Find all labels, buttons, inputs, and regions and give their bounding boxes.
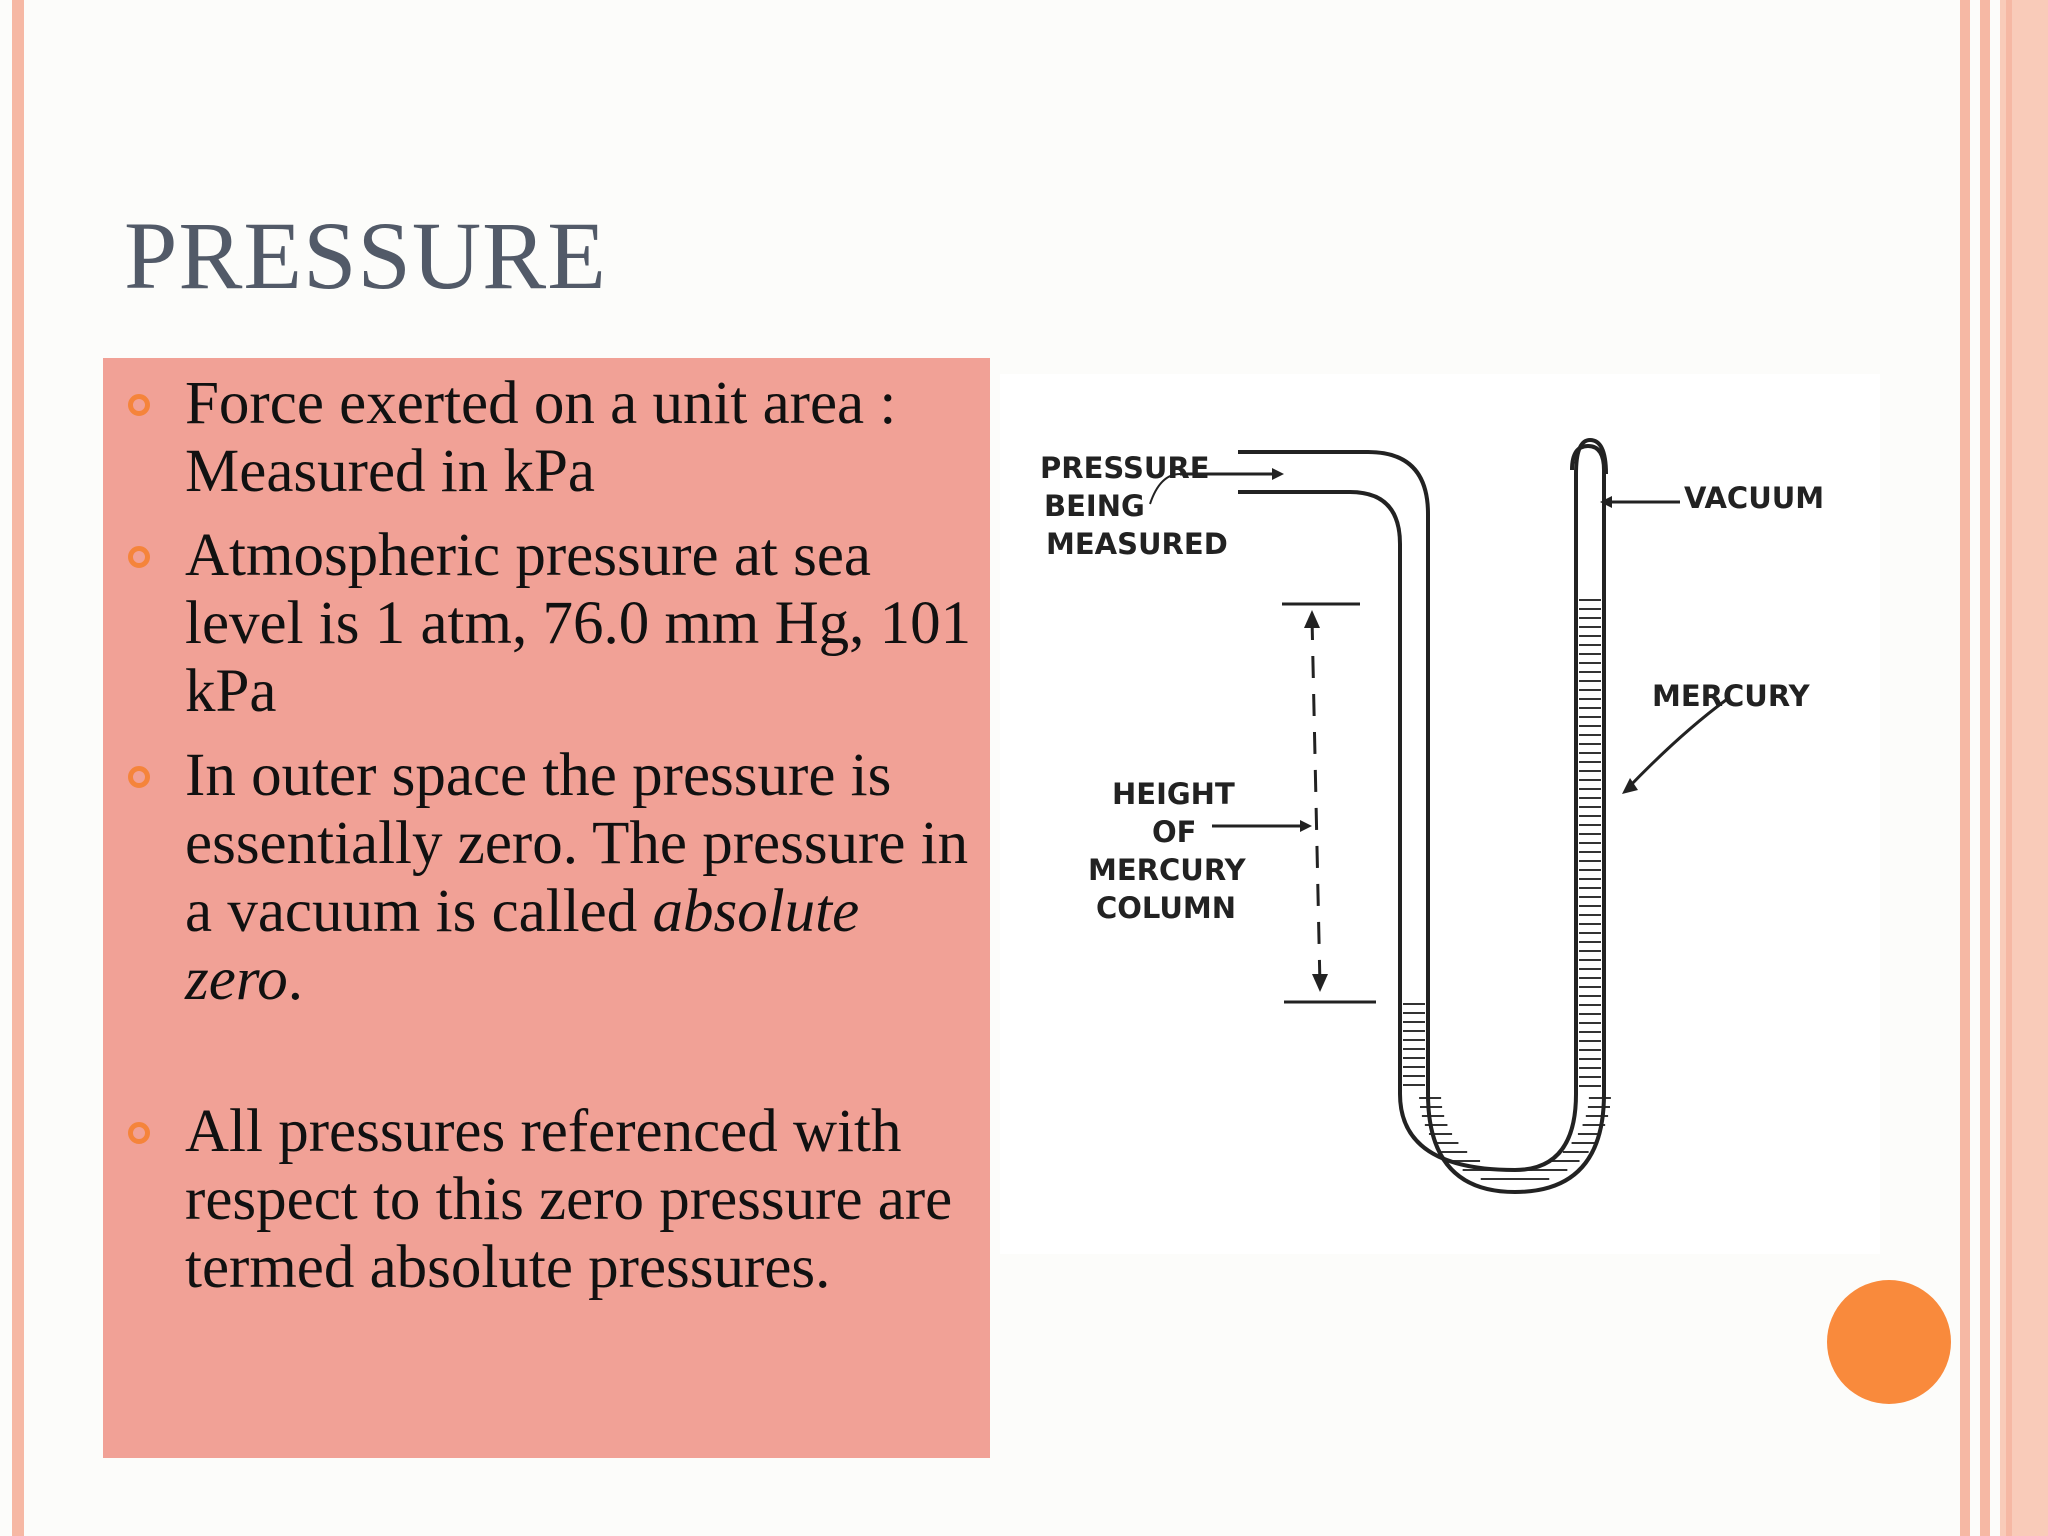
bullet-text-part: In outer space the pressure is essential… [185,742,969,945]
right-frame-stripe [2006,0,2012,1536]
bullet-text: Force exerted on a unit area : Measured … [185,370,897,505]
bullet-ring-icon [128,1122,150,1144]
height-dimension-line [1310,617,1322,987]
height-label-line: MERCURY [1088,853,1247,887]
bullet-ring-icon [128,766,150,788]
bullet-text: All pressures referenced with respect to… [185,1098,953,1301]
pressure-label-line: PRESSURE [1040,451,1210,485]
slide-title: PRESSURE [124,202,607,309]
bullet-text: In outer space the pressure is essential… [185,742,985,1014]
bullet-ring-icon [128,546,150,568]
pressure-label-line: BEING [1044,489,1145,523]
u-tube-inner-left [1238,474,1578,1173]
bullet-text: Atmospheric pressure at sea level is 1 a… [185,522,972,725]
pressure-leader-line [1149,473,1181,505]
vacuum-label: VACUUM [1684,481,1824,515]
arrow-head [1300,820,1312,832]
bullet-ring-icon [128,394,150,416]
manometer-diagram: PRESSURE BEING MEASURED VACUUM MERCURY H… [1000,374,1880,1254]
right-frame-stripe [1980,0,1990,1536]
accent-circle [1827,1280,1951,1404]
arrow-head [1622,778,1638,794]
height-label-line: OF [1152,815,1196,849]
arrow-head [1312,974,1328,992]
bullet-text-italic: absolute zero [185,878,860,1013]
mercury-arrow [1626,698,1727,790]
mercury-label: MERCURY [1652,679,1811,713]
arrow-head [1272,468,1284,480]
bullet-text-part: . [287,946,304,1013]
arrow-head [1600,496,1612,508]
pressure-label-line: MEASURED [1046,527,1228,561]
height-label-line: HEIGHT [1112,777,1235,811]
height-label-line: COLUMN [1096,891,1236,925]
u-tube-outer [1238,443,1606,1195]
vacuum-tube-top [1574,437,1608,475]
bullet-panel: Force exerted on a unit area : Measured … [103,358,990,1458]
right-frame-stripe [1960,0,1970,1536]
left-frame-stripe [12,0,24,1536]
arrow-head [1304,610,1320,628]
